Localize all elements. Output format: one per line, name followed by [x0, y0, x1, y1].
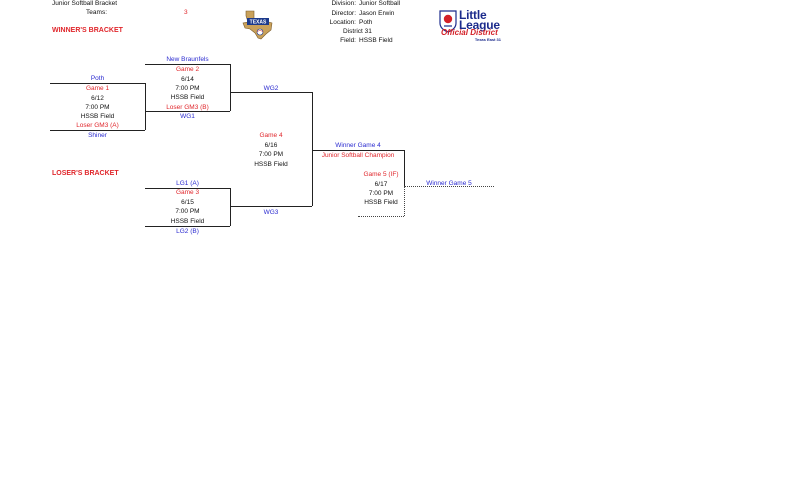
game2-top-line	[145, 64, 230, 65]
ll-line1: Little	[459, 8, 487, 22]
game3-time: 7:00 PM	[175, 208, 200, 215]
game1-field: HSSB Field	[80, 113, 115, 120]
field-label: Field:	[340, 37, 356, 44]
division-value: Junior Softball	[359, 0, 401, 7]
director-label: Director:	[331, 10, 356, 17]
texas-map-icon: TEXAS	[242, 10, 273, 40]
game5-field: HSSB Field	[364, 199, 398, 206]
game3-team-bottom: LG2 (B)	[176, 228, 199, 235]
division-label: Division:	[331, 0, 356, 7]
ll-line2: League	[459, 18, 500, 32]
game2-field: HSSB Field	[170, 94, 205, 101]
game1-name: Game 1	[85, 85, 110, 92]
game3-bottom-line	[145, 226, 230, 227]
game3-field: HSSB Field	[170, 218, 205, 225]
game1-top-line	[50, 83, 145, 84]
game4-top-line	[230, 92, 312, 93]
game4-top-label: WG2	[263, 85, 279, 92]
game5-top-line	[312, 150, 404, 151]
game2-time: 7:00 PM	[175, 85, 200, 92]
game1-team-bottom: Loser GM3 (A)	[76, 122, 119, 129]
game1-team-top: Poth	[90, 75, 105, 82]
game2-date: 6/14	[181, 76, 194, 83]
little-league-emblem-icon	[439, 10, 457, 33]
game4-time: 7:00 PM	[258, 151, 284, 158]
game4-name: Game 4	[259, 132, 283, 139]
game1-connector	[145, 83, 146, 130]
game5-name: Game 5 (IF)	[363, 171, 399, 178]
losers-bracket-title: LOSER'S BRACKET	[52, 170, 119, 177]
game3-date: 6/15	[181, 199, 194, 206]
game3-team-top: LG1 (A)	[176, 180, 199, 187]
game5-dotted-bottom	[358, 216, 404, 217]
game5-time: 7:00 PM	[368, 190, 394, 197]
ll-official-district: Official District	[441, 28, 498, 37]
game1-date: 6/12	[91, 95, 104, 102]
game5-top-connector	[404, 150, 405, 186]
svg-text:TEXAS: TEXAS	[250, 20, 267, 26]
game1-bottom-line	[50, 130, 145, 131]
game2-connector	[230, 64, 231, 111]
little-league-logo: Little League Official District Texas Ea…	[438, 9, 504, 43]
winner-game5-line	[404, 186, 494, 187]
game3-name: Game 3	[175, 189, 200, 196]
game2-team-bottom: Loser GM3 (B)	[166, 104, 209, 111]
ll-subtitle: Texas East 31	[474, 37, 501, 42]
texas-logo: TEXAS	[240, 8, 276, 42]
teams-value: 3	[184, 9, 188, 16]
location-label: Location:	[329, 19, 356, 26]
bracket-title: Junior Softball Bracket	[52, 0, 118, 7]
game4-field: HSSB Field	[254, 161, 288, 168]
game3-connector	[230, 188, 231, 226]
game4-bottom-line	[230, 206, 312, 207]
game2-team-top: New Braunfels	[166, 56, 209, 63]
field-value: HSSB Field	[359, 37, 393, 44]
winner-game5-label: Winner Game 5	[426, 180, 472, 187]
director-value: Jason Erwin	[359, 10, 395, 17]
game2-bottom-line	[145, 111, 230, 112]
game4-date: 6/16	[264, 142, 278, 149]
winner-game4-label: Winner Game 4	[335, 142, 381, 149]
location-value: Poth	[359, 19, 373, 26]
champion-label: Junior Softball Champion	[321, 152, 395, 159]
game5-dotted-connector	[404, 186, 405, 216]
game2-name: Game 2	[175, 66, 200, 73]
game2-winner-label: WG1	[180, 113, 195, 120]
game3-top-line	[145, 188, 230, 189]
district-value: District 31	[343, 28, 372, 35]
game4-bottom-label: WG3	[263, 209, 279, 216]
teams-label: Teams:	[86, 9, 107, 16]
game1-time: 7:00 PM	[85, 104, 110, 111]
winners-bracket-title: WINNER'S BRACKET	[52, 27, 123, 34]
game4-connector	[312, 92, 313, 206]
game1-team-bottom2: Shiner	[88, 132, 107, 139]
game5-date: 6/17	[374, 181, 388, 188]
